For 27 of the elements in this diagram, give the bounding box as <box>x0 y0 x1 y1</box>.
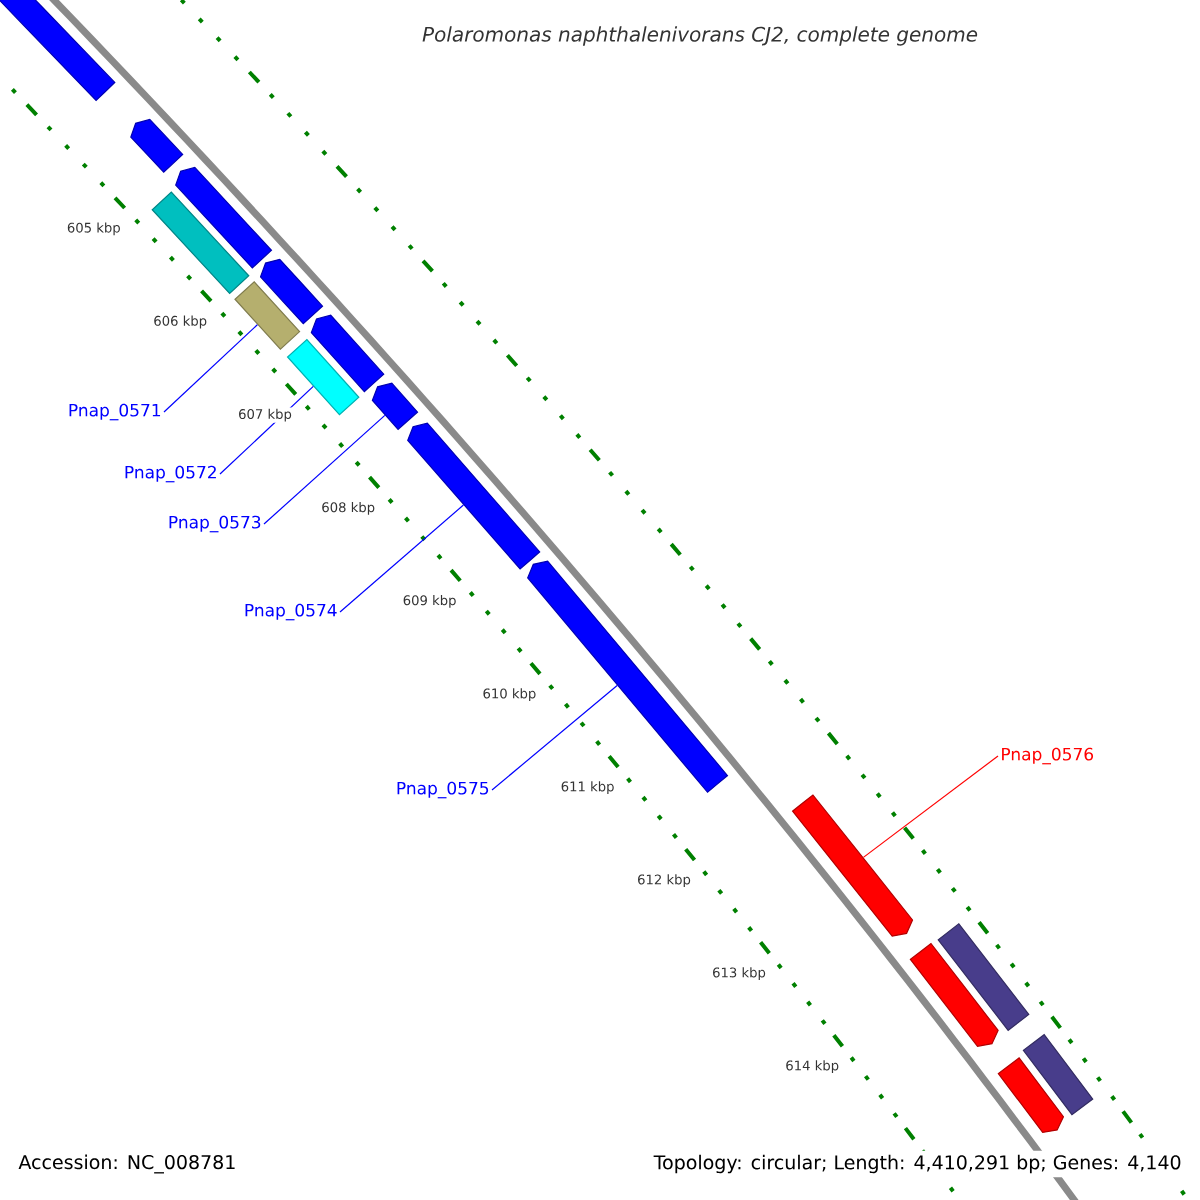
footer-text: Accession: NC_008781 <box>14 1150 241 1178</box>
gene-block <box>791 794 914 937</box>
gene-block <box>234 280 301 350</box>
leader-line <box>263 414 386 525</box>
gene-label: Pnap_0574 <box>245 603 337 621</box>
gene-block <box>371 382 419 431</box>
gene-block <box>259 258 324 325</box>
gene-block <box>151 191 250 295</box>
gene-block <box>909 942 999 1047</box>
gene-label: Pnap_0572 <box>125 465 216 483</box>
gene-block <box>997 1057 1065 1134</box>
gene-block <box>310 314 385 393</box>
gene-label: Pnap_0571 <box>69 403 161 421</box>
gene-block <box>407 422 541 570</box>
leader-line <box>163 324 258 413</box>
footer-text: Topology: circular; Length: 4,410,291 bp; Genes: 4,140 <box>649 1150 1186 1178</box>
gene-block <box>130 118 184 174</box>
leader-line <box>491 684 618 791</box>
gene-label: Pnap_0575 <box>397 781 489 799</box>
gene-block <box>1022 1033 1094 1116</box>
leader-line <box>339 504 465 613</box>
gene-label: Pnap_0576 <box>1002 747 1094 765</box>
title: Polaromonas naphthalenivorans CJ2, complete genome <box>420 24 980 48</box>
gene-block <box>175 166 273 269</box>
gene-label: Pnap_0573 <box>169 515 261 533</box>
leader-line <box>862 755 999 858</box>
gene-block <box>0 0 116 102</box>
